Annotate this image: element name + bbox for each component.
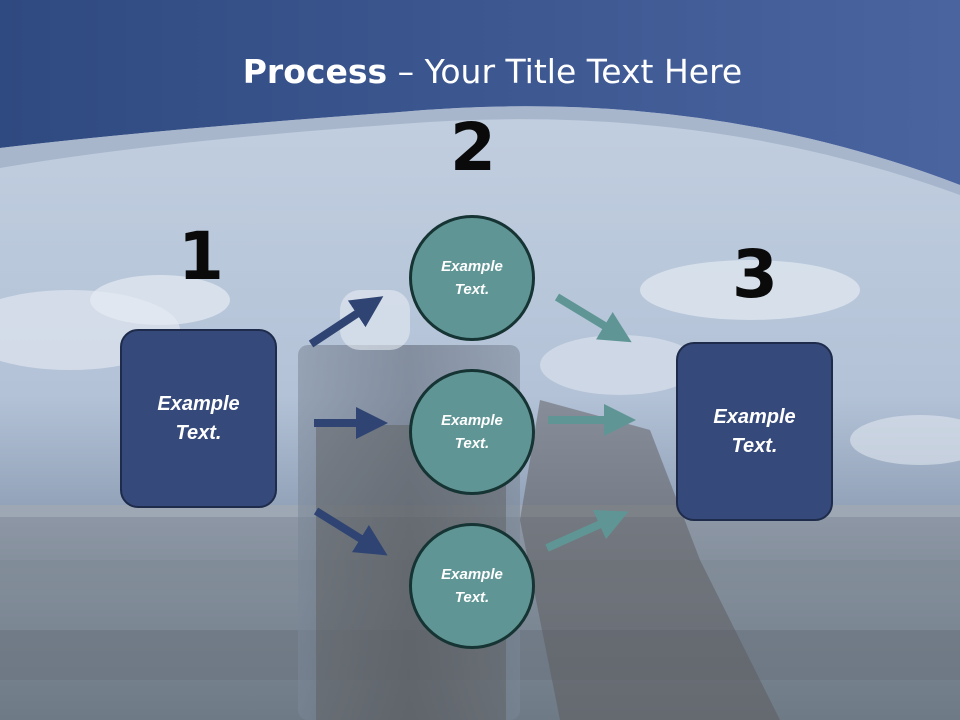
arrow-box1-to-circle-top bbox=[308, 296, 384, 348]
step-number-2: 2 bbox=[450, 109, 496, 186]
step-number-1: 1 bbox=[178, 218, 224, 295]
title-text: – Your Title Text Here bbox=[387, 52, 743, 91]
arrow-box1-to-circle-bottom bbox=[313, 507, 388, 556]
circle-middle-line2: Text. bbox=[454, 435, 490, 452]
box3-line1: Example bbox=[713, 405, 796, 428]
process-circle-top: Example Text. bbox=[409, 215, 535, 341]
step-number-3: 3 bbox=[732, 236, 778, 313]
arrow-circle-bottom-to-box3 bbox=[545, 509, 629, 552]
circle-bottom-line1: Example bbox=[441, 566, 503, 583]
circle-middle-line1: Example bbox=[441, 412, 503, 429]
slide-title: Process – Your Title Text Here bbox=[0, 52, 960, 91]
process-circle-bottom: Example Text. bbox=[409, 523, 535, 649]
box1-line1: Example bbox=[157, 392, 240, 415]
circle-top-line1: Example bbox=[441, 258, 503, 275]
arrow-circle-top-to-box3 bbox=[554, 293, 632, 343]
process-circle-middle: Example Text. bbox=[409, 369, 535, 495]
box3-line2: Text. bbox=[731, 434, 778, 457]
process-box-3: Example Text. bbox=[676, 342, 833, 521]
circle-bottom-line2: Text. bbox=[454, 589, 490, 606]
title-bold: Process bbox=[242, 52, 388, 91]
box1-line2: Text. bbox=[175, 421, 222, 444]
circle-top-line2: Text. bbox=[454, 281, 490, 298]
process-box-1: Example Text. bbox=[120, 329, 277, 508]
